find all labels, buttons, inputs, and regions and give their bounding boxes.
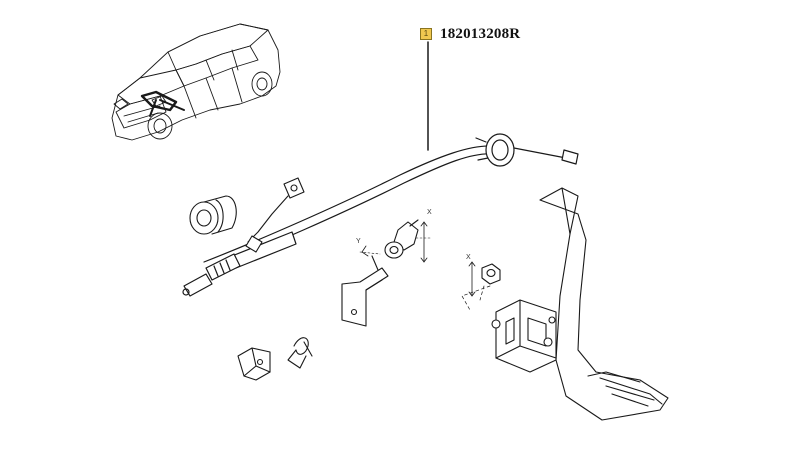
cable-bushing — [189, 195, 237, 235]
nut-fastener — [461, 261, 501, 311]
axis-label-y: Y — [356, 238, 361, 245]
callout-marker-label: 1 — [423, 29, 429, 38]
spring-clip — [287, 337, 313, 369]
part-number-label[interactable]: 182013208R — [440, 25, 521, 42]
callout-marker[interactable]: 1 — [420, 28, 432, 40]
axis-label-x-nut: X — [466, 254, 471, 261]
clutch-pedal-assembly — [491, 187, 669, 421]
mounting-bracket — [341, 255, 389, 327]
cable-clip — [245, 177, 305, 253]
retaining-clip — [237, 347, 271, 381]
part-callout[interactable]: 1 182013208R — [420, 26, 520, 42]
pivot-pin-assembly — [359, 219, 431, 263]
axis-label-x: X — [427, 209, 432, 216]
vehicle-illustration — [111, 23, 281, 141]
